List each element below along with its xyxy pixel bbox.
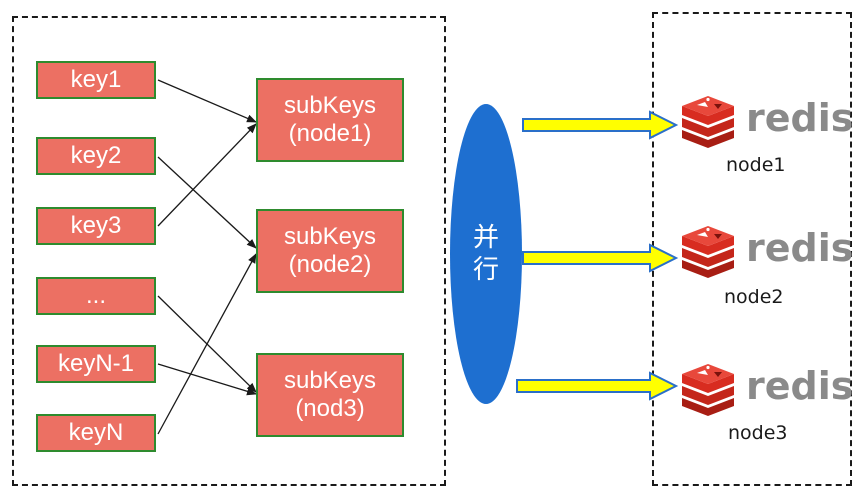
edge-key2-node2 — [157, 156, 257, 249]
redis-node-1: redis node1 — [678, 96, 853, 178]
subkeys-node-label: (node2) — [288, 251, 372, 278]
key-label: key3 — [70, 212, 122, 240]
key-box-ellipsis: ... — [36, 277, 156, 315]
key-label: keyN-1 — [57, 350, 135, 378]
redis-wordmark: redis — [746, 364, 854, 408]
key-label: keyN — [68, 419, 124, 447]
redis-logo-icon — [682, 226, 734, 278]
parallel-char-1: 并 — [472, 222, 499, 253]
edge-keyn1-node3 — [157, 363, 257, 396]
subkeys-node-label: (node1) — [288, 120, 372, 147]
key-box-key2: key2 — [36, 137, 156, 175]
redis-node-label: node2 — [724, 286, 784, 308]
redis-node-label: node1 — [726, 154, 786, 176]
key-box-keyn-1: keyN-1 — [36, 345, 156, 383]
key-label: key2 — [70, 142, 122, 170]
key-label: ... — [85, 282, 106, 310]
parallel-arrow-node3 — [516, 371, 679, 401]
parallel-char-2: 行 — [472, 255, 499, 285]
redis-node-2: redis node2 — [678, 226, 853, 308]
key-box-key3: key3 — [36, 207, 156, 245]
parallel-arrow-node1 — [522, 110, 679, 140]
redis-logo-icon — [682, 364, 734, 416]
key-label: key1 — [70, 66, 122, 94]
redis-logo-icon — [682, 96, 734, 148]
subkeys-box-node1: subKeys (node1) — [256, 78, 404, 162]
redis-node-label: node3 — [728, 422, 788, 444]
parallel-oval: 并 行 — [450, 104, 522, 404]
subkeys-box-node3: subKeys (nod3) — [256, 353, 404, 437]
subkeys-label: subKeys — [283, 92, 377, 120]
subkeys-label: subKeys — [283, 223, 377, 251]
edge-keyn-node2 — [157, 253, 257, 435]
edge-key3-node1 — [157, 123, 257, 227]
key-box-keyn: keyN — [36, 414, 156, 452]
subkeys-node-label: (nod3) — [295, 395, 365, 422]
keys-group-frame — [12, 16, 446, 486]
edge-key1-node1 — [157, 79, 257, 123]
subkeys-label: subKeys — [283, 367, 377, 395]
redis-node-3: redis node3 — [678, 364, 853, 446]
key-box-key1: key1 — [36, 61, 156, 99]
redis-wordmark: redis — [746, 96, 854, 140]
redis-wordmark: redis — [746, 226, 854, 270]
parallel-arrow-node2 — [522, 243, 679, 273]
subkeys-box-node2: subKeys (node2) — [256, 209, 404, 293]
